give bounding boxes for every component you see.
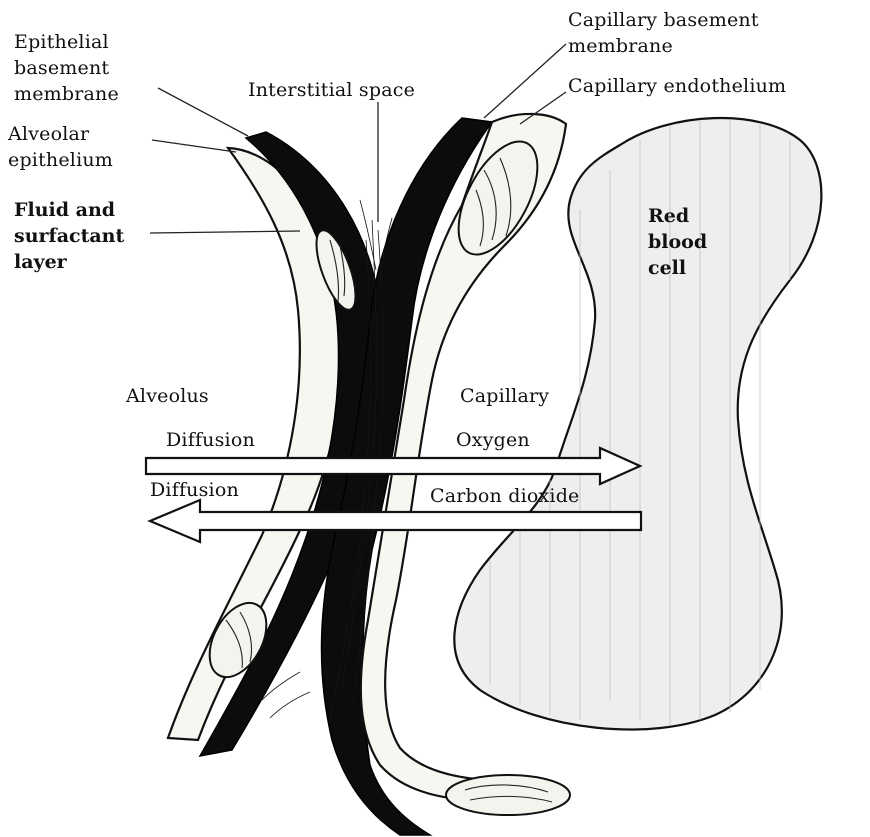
label-fluid-surfactant-layer: Fluid and surfactant layer	[14, 199, 131, 273]
label-carbon-dioxide: Carbon dioxide	[430, 485, 580, 507]
label-capillary: Capillary	[460, 385, 549, 407]
label-epithelial-basement-membrane: Epithelial basement membrane	[14, 31, 119, 105]
label-diffusion-oxygen: Diffusion	[166, 429, 255, 451]
label-diffusion-co2: Diffusion	[150, 479, 239, 501]
endothelial-nucleus-bottom	[446, 775, 570, 815]
label-alveolar-epithelium: Alveolar epithelium	[7, 123, 113, 171]
label-capillary-basement-membrane: Capillary basement membrane	[568, 9, 765, 57]
label-interstitial-space: Interstitial space	[248, 79, 415, 101]
label-alveolus: Alveolus	[125, 385, 209, 407]
label-capillary-endothelium: Capillary endothelium	[568, 75, 786, 97]
label-oxygen: Oxygen	[456, 429, 530, 451]
